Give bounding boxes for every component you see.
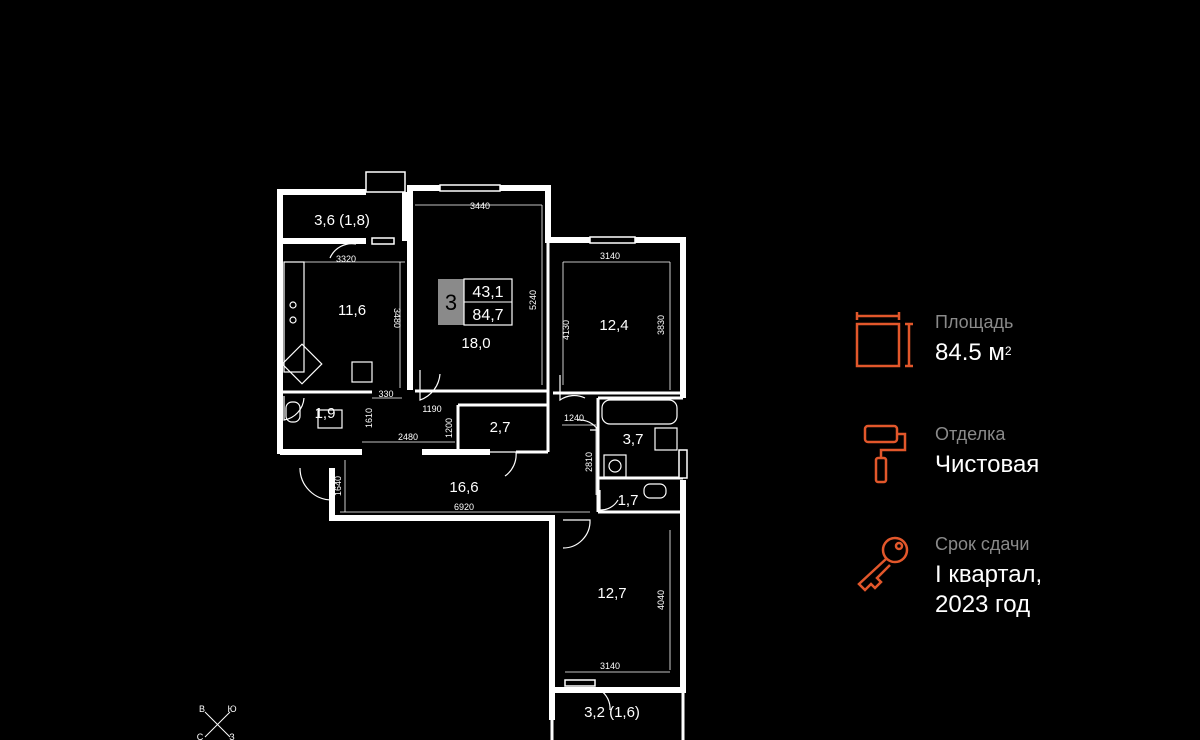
- dim-label: 1190: [422, 404, 441, 414]
- living-area: 43,1: [472, 284, 503, 301]
- room-area-toilet: 1,7: [618, 492, 639, 509]
- washing-drum: [608, 459, 622, 473]
- window-kitchen: [371, 237, 395, 245]
- compass-label-s: С: [197, 732, 204, 740]
- area-unit-sup: 2: [1004, 344, 1012, 358]
- door-bath-left: [283, 396, 305, 421]
- door-balcony-top: [329, 243, 357, 259]
- room-area-corridor: 16,6: [449, 479, 478, 496]
- compass-label-e: Ю: [227, 704, 236, 714]
- deadline-value-line1: I квартал,: [935, 561, 1043, 588]
- stove-burner: [289, 316, 297, 324]
- door-balcony-bottom: [599, 689, 611, 711]
- area-label: Площадь: [935, 312, 1014, 332]
- deadline-value-line2: 2023 год: [935, 591, 1031, 618]
- kitchen-sink: [281, 343, 323, 385]
- deadline-label: Срок сдачи: [935, 534, 1030, 554]
- door-entrance: [299, 467, 333, 501]
- bath-left-sink-icon: [317, 409, 343, 429]
- finish-value: Чистовая: [935, 451, 1040, 478]
- window-balcony-top: [365, 171, 406, 193]
- room-area-living: 18,0: [461, 335, 490, 352]
- wall-left-block: [277, 189, 366, 454]
- wall-corridor-bottom: [329, 468, 555, 720]
- door-storage: [490, 451, 517, 477]
- area-icon: [855, 312, 913, 368]
- dim-label: 3140: [600, 251, 620, 261]
- dim-label: 2810: [584, 452, 594, 472]
- window-bath: [678, 449, 688, 479]
- dim-label: 3480: [392, 308, 402, 328]
- bathtub-icon: [601, 399, 678, 425]
- door-living: [419, 370, 441, 401]
- door-bath: [577, 419, 600, 431]
- washing-machine-icon: [603, 454, 627, 478]
- room-area-bedroom-bottom: 12,7: [597, 585, 626, 602]
- dim-label: 1640: [333, 476, 343, 496]
- window-living: [439, 184, 501, 192]
- key-icon: [857, 536, 909, 592]
- dim-label: 3320: [336, 254, 356, 264]
- bath-sink-icon: [654, 427, 678, 451]
- total-area: 84,7: [472, 307, 503, 324]
- room-area-bedroom-right: 12,4: [599, 317, 628, 334]
- dim-label: 1240: [564, 413, 584, 423]
- wall-living-outer: [407, 185, 686, 398]
- window-bedroom-bottom: [564, 679, 596, 687]
- door-toilet: [599, 490, 619, 511]
- toilet-bowl-icon: [285, 401, 301, 423]
- dim-label: 1200: [444, 418, 454, 438]
- window-bedroom: [589, 236, 636, 244]
- paint-roller-icon: [863, 424, 907, 484]
- deadline-value: I квартал, 2023 год: [935, 560, 1042, 620]
- compass-label-n: В: [199, 704, 205, 714]
- dim-label: 5240: [528, 290, 538, 310]
- room-area-balcony-top: 3,6 (1,8): [314, 212, 370, 229]
- finish-label: Отделка: [935, 424, 1006, 444]
- room-area-bath-left: 1,9: [315, 405, 336, 422]
- room-area-balcony-bottom: 3,2 (1,6): [584, 704, 640, 721]
- compass-label-w: З: [229, 732, 234, 740]
- dim-label: 6920: [454, 502, 474, 512]
- room-area-storage: 2,7: [490, 419, 511, 436]
- dim-label: 4040: [656, 590, 666, 610]
- dim-label: 3140: [600, 661, 620, 671]
- door-bedroom: [559, 375, 586, 402]
- room-count-badge: [438, 279, 464, 325]
- dim-label: 2480: [398, 432, 418, 442]
- stove-burner: [289, 301, 297, 309]
- toilet-bowl-icon: [643, 483, 667, 499]
- dim-label: 1610: [364, 408, 374, 428]
- area-value-number: 84.5 м: [935, 339, 1005, 366]
- fridge: [351, 361, 373, 383]
- room-count: 3: [445, 290, 457, 315]
- compass-icon: В Ю С З: [197, 704, 237, 740]
- dim-label: 3440: [470, 201, 490, 211]
- dim-label: 330: [378, 389, 393, 399]
- area-value: 84.5 м2: [935, 338, 1012, 368]
- dim-label: 4130: [561, 320, 571, 340]
- room-area-bathroom: 3,7: [623, 431, 644, 448]
- room-area-kitchen: 11,6: [338, 302, 366, 319]
- dim-label: 3830: [656, 315, 666, 335]
- door-bedroom-bottom: [562, 519, 591, 549]
